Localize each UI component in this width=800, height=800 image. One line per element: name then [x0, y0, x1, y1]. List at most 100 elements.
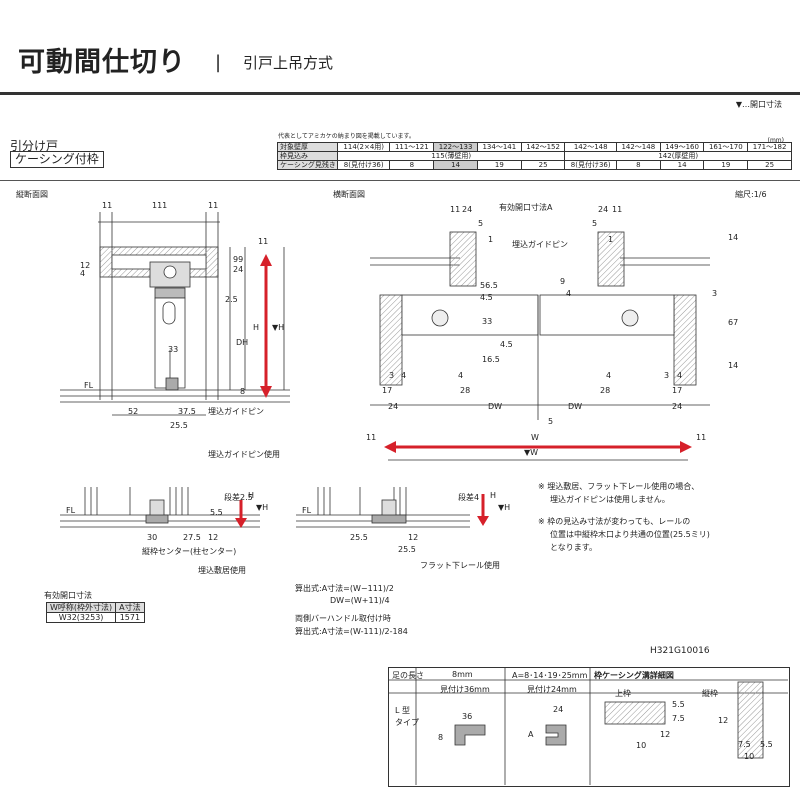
note-line: ※ 枠の見込み寸法が変わっても、レールの	[538, 517, 691, 526]
vertical-section-drawing	[60, 212, 290, 416]
dim-label: 17	[672, 386, 682, 395]
dim-label: 4	[458, 371, 463, 380]
dim-label: 12	[408, 533, 418, 542]
section-rule	[0, 180, 800, 181]
guide-pin-label: 埋込ガイドピン	[512, 239, 568, 249]
dim-label: 8	[240, 387, 245, 396]
note-line: 位置は中縦枠木口より共通の位置(25.5ミリ)	[550, 530, 710, 539]
center-label: 縦枠センター(柱センター)	[142, 546, 236, 556]
dim-label: 11	[208, 201, 218, 210]
type-label: タイプ	[395, 718, 419, 727]
dim-label: 111	[152, 201, 167, 210]
note-line: 埋込ガイドピンは使用しません。	[550, 495, 670, 504]
table-row: W32(3253) 1571	[45, 612, 145, 623]
detail-a-drawing	[60, 487, 260, 528]
dim-label: 4	[606, 371, 611, 380]
box-subheader: 見付け24mm	[527, 685, 577, 694]
dim-label: 14	[728, 361, 738, 370]
dim-label: 67	[728, 318, 738, 327]
l-type-label: L 型	[395, 706, 410, 715]
dim-label: 30	[147, 533, 157, 542]
dim-label: 14	[728, 233, 738, 242]
step-label: 段差2.5	[224, 492, 253, 502]
dim-label: A	[528, 730, 534, 739]
page-title: 可動間仕切り	[18, 47, 186, 78]
h-label: H	[490, 491, 496, 500]
dim-label: 17	[382, 386, 392, 395]
casing-box	[388, 667, 790, 787]
dim-label: 12	[80, 261, 90, 270]
fl-label: FL	[66, 506, 76, 515]
dim-label: 4.5	[480, 293, 493, 302]
arrow-head	[235, 518, 247, 528]
spec-table: 対象壁厚 114(2×4用) 111～121 122～133 134～141 1…	[277, 142, 792, 170]
arrow-head	[260, 386, 272, 398]
effective-a-label: 有効開口寸法A	[499, 202, 553, 212]
top-frame-label: 上枠	[615, 689, 631, 698]
spec-unit: (mm)	[767, 137, 784, 144]
dim-label: 25.5	[170, 421, 188, 430]
section-title: 引分け戸	[10, 139, 59, 153]
dim-label: 28	[460, 386, 470, 395]
dim-label: 11	[258, 237, 268, 246]
dim-label: 12	[660, 730, 671, 739]
formula-line: 両側バーハンドル取付け時	[295, 614, 391, 623]
dim-label: 27.5	[183, 533, 201, 542]
w-label: W	[531, 433, 539, 442]
dim-label: 11	[450, 205, 460, 214]
fl-label: FL	[84, 381, 94, 390]
dim-label: 4	[677, 371, 682, 380]
spec-note: 代表としてアミカケの納まり図を掲載しています。	[278, 133, 415, 140]
dim-label: 16.5	[482, 355, 500, 364]
page-subtitle: 引戸上吊方式	[243, 54, 334, 72]
dim-label: 4.5	[500, 340, 513, 349]
dim-label: 11	[612, 205, 622, 214]
dim-label: 24	[672, 402, 682, 411]
note-line: ※ 埋込敷居、フラット下レール使用の場合、	[538, 482, 700, 491]
dim-label: 4	[80, 269, 85, 278]
table-cell: W32(3253)	[45, 612, 117, 623]
vertical-section-title: 縦断面図	[16, 189, 48, 199]
dim-label: 2.5	[225, 295, 238, 304]
arrow-head	[477, 516, 489, 526]
table-header: A寸法	[115, 602, 145, 613]
frame-type-label: ケーシング付枠	[10, 151, 104, 168]
header-rule	[0, 92, 800, 95]
guide-pin-label: 埋込ガイドピン	[208, 406, 264, 416]
table-header: W呼称(枠外寸法)	[45, 602, 117, 613]
table-cell: 1571	[115, 612, 145, 623]
h-label: H	[248, 491, 254, 500]
dim-label: 24	[233, 265, 243, 274]
box-header: 8mm	[452, 670, 473, 679]
formula-line: DW=(W+11)/4	[330, 596, 390, 605]
dim-label: 1	[488, 235, 493, 244]
dim-label: 12	[718, 716, 729, 725]
opening-legend: ▼…開口寸法	[735, 100, 782, 109]
table-row: W呼称(枠外寸法) A寸法	[45, 602, 145, 613]
scale-label: 縮尺:1/6	[735, 189, 767, 199]
dw-label: DW	[568, 402, 582, 411]
effective-table-title: 有効開口寸法	[44, 591, 92, 600]
formula-line: 算出式:A寸法=(W−111)/2	[295, 584, 394, 593]
dim-label: 3	[389, 371, 394, 380]
vert-frame-label: 縦枠	[702, 689, 718, 698]
dim-label: 3	[712, 289, 717, 298]
h-label: H	[253, 323, 259, 332]
dim-label: 25.5	[398, 545, 416, 554]
vw-label: ▼W	[524, 448, 538, 457]
dw-label: DW	[488, 402, 502, 411]
dim-label: 37.5	[178, 407, 196, 416]
step-label: 段差4	[458, 492, 479, 502]
dim-label: 4	[566, 289, 571, 298]
effective-table: W呼称(枠外寸法) A寸法 W32(3253) 1571	[45, 602, 145, 623]
spec-row-casing: ケーシング見残き 8(見付け36) 8 14 19 25 8(見付け36) 8 …	[277, 160, 792, 170]
dim-label: 24	[388, 402, 398, 411]
box-header: 足の長さ	[392, 671, 424, 680]
dim-label: 10	[636, 741, 647, 750]
box-subheader: 見付け36mm	[440, 685, 490, 694]
dim-label: 1	[608, 235, 613, 244]
formula-line: 算出式:A寸法=(W-111)/2-184	[295, 627, 408, 636]
fl-label: FL	[302, 506, 312, 515]
dim-label: 5	[592, 219, 597, 228]
